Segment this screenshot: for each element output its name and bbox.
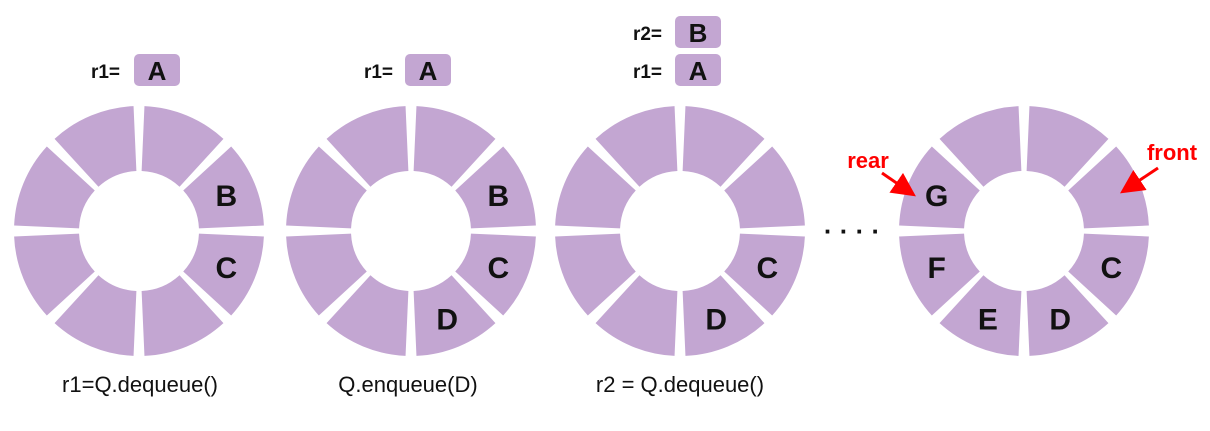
queue-slot <box>1026 106 1109 187</box>
queue-slot <box>724 146 805 229</box>
front-label: front <box>1147 140 1198 165</box>
queue-slot <box>141 106 224 187</box>
queue-slot <box>54 275 137 356</box>
queue-slot <box>455 146 536 229</box>
register-label: r1= <box>364 62 393 83</box>
ellipsis: · · · · <box>824 216 880 246</box>
register-box <box>134 54 180 86</box>
queue-slot <box>183 233 264 316</box>
queue-slot <box>286 233 367 316</box>
queue-slot <box>682 275 765 356</box>
queue-slot <box>1068 233 1149 316</box>
queue-slot <box>326 106 409 187</box>
register-box <box>675 16 721 48</box>
front-arrow <box>1120 166 1159 194</box>
register-box <box>675 54 721 86</box>
queue-slot <box>1068 146 1149 229</box>
queue-slot <box>555 146 636 229</box>
register-value: A <box>689 56 708 86</box>
queue-slot <box>899 146 980 229</box>
slot-value: F <box>928 252 946 285</box>
slot-value: D <box>705 303 727 336</box>
caption-queue-1: r1=Q.dequeue() <box>62 372 218 397</box>
slot-value: D <box>1049 303 1071 336</box>
slot-value: B <box>215 180 237 213</box>
queue-slot <box>682 106 765 187</box>
queue-slot <box>595 106 678 187</box>
queue-slot <box>939 275 1022 356</box>
slot-value: G <box>925 180 948 213</box>
queue-slot <box>413 275 496 356</box>
circular-queue-3: CD <box>555 106 805 356</box>
slot-value: B <box>487 180 509 213</box>
circular-queue-2: B CD <box>286 106 536 356</box>
slot-value: C <box>487 252 509 285</box>
queue-slot <box>14 233 95 316</box>
queue-slot <box>14 146 95 229</box>
register-value: A <box>148 56 167 86</box>
caption-queue-3: r2 = Q.dequeue() <box>596 372 764 397</box>
rear-arrow <box>881 171 916 197</box>
register-label: r2= <box>633 24 662 45</box>
queue-slot <box>326 275 409 356</box>
rear-label: rear <box>847 148 889 173</box>
queue-slot <box>455 233 536 316</box>
register-box <box>405 54 451 86</box>
slot-value: C <box>756 252 778 285</box>
queue-slot <box>724 233 805 316</box>
queue-slot <box>899 233 980 316</box>
register-value: B <box>689 18 708 48</box>
caption-queue-2: Q.enqueue(D) <box>338 372 477 397</box>
register-label: r1= <box>633 62 662 83</box>
slot-value: E <box>978 303 998 336</box>
circular-queue-4: CD EF G <box>899 106 1149 356</box>
slot-value: C <box>215 252 237 285</box>
queue-slot <box>1026 275 1109 356</box>
queue-slot <box>183 146 264 229</box>
register-value: A <box>419 56 438 86</box>
queue-slot <box>286 146 367 229</box>
queue-slot <box>54 106 137 187</box>
queue-slot <box>595 275 678 356</box>
queue-slot <box>939 106 1022 187</box>
queue-slot <box>555 233 636 316</box>
queue-slot <box>413 106 496 187</box>
circular-queue-1: BC <box>14 106 264 356</box>
slot-value: C <box>1100 252 1122 285</box>
queue-slot <box>141 275 224 356</box>
slot-value: D <box>436 303 458 336</box>
register-label: r1= <box>91 62 120 83</box>
